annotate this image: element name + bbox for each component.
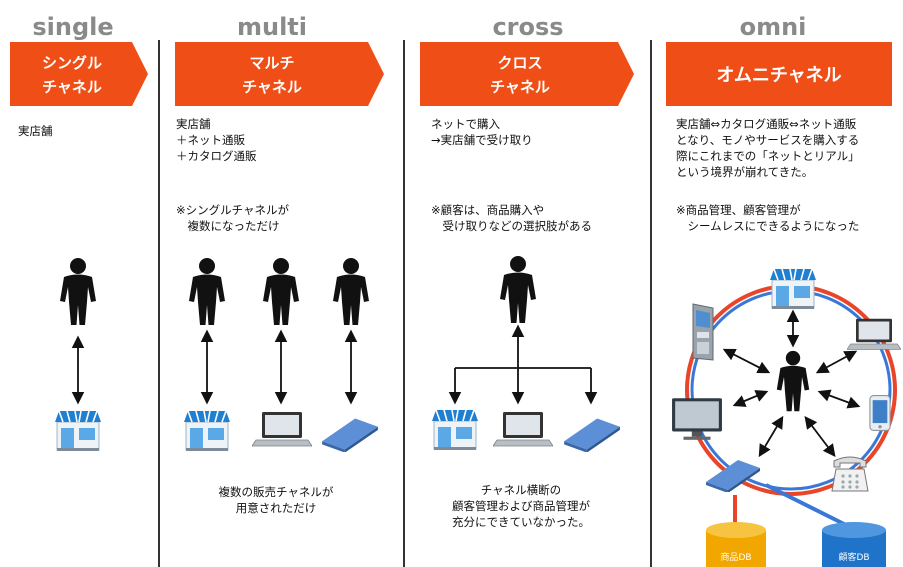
banner-cross: クロス チャネル xyxy=(420,42,634,106)
omni-line-2: となり、モノやサービスを購入する xyxy=(676,133,859,147)
multi-note-1: ※シングルチャネルが xyxy=(176,203,290,217)
cross-note-2: 受け取りなどの選択肢がある xyxy=(431,219,592,233)
column-title-cross: cross xyxy=(492,13,563,41)
person-icon xyxy=(189,258,225,325)
cross-caption-3: 充分にできていなかった。 xyxy=(452,515,590,529)
omni-line-1: 実店舗⇔カタログ通販⇔ネット通販 xyxy=(676,117,857,131)
multi-note-2: 複数になっただけ xyxy=(176,219,280,233)
arrow xyxy=(722,348,771,374)
laptop-icon xyxy=(252,411,312,447)
product-db-label: 商品DB xyxy=(720,551,751,563)
store-icon xyxy=(769,268,817,310)
person-icon xyxy=(776,350,810,412)
column-title-single: single xyxy=(32,13,113,41)
banner-multi: マルチ チャネル xyxy=(175,42,384,106)
omni-note-2: シームレスにできるようになった xyxy=(676,219,859,233)
omni-line-4: という境界が崩れてきた。 xyxy=(676,165,813,179)
laptop-icon xyxy=(847,318,901,350)
person-icon xyxy=(500,256,536,323)
catalog-icon xyxy=(322,418,378,452)
column-title-multi: multi xyxy=(237,13,307,41)
banner-single: シングル チャネル xyxy=(10,42,148,106)
arrow xyxy=(732,390,769,407)
arrow xyxy=(815,350,858,374)
person-icon xyxy=(60,258,96,325)
omni-note-1: ※商品管理、顧客管理が xyxy=(676,203,801,217)
person-icon xyxy=(333,258,369,325)
arrow xyxy=(804,415,836,458)
laptop-icon xyxy=(493,411,553,447)
store-icon xyxy=(431,409,479,451)
single-line-1: 実店舗 xyxy=(18,124,53,138)
catalog-icon xyxy=(564,418,620,452)
tv-icon xyxy=(672,398,722,440)
arrow xyxy=(758,415,784,458)
cross-line-1: ネットで購入 xyxy=(431,117,500,131)
arrow xyxy=(817,389,861,409)
banner-single-line2: チャネル xyxy=(42,78,102,96)
banner-omni: オムニチャネル xyxy=(666,42,892,106)
multi-line-1: 実店舗 xyxy=(176,117,211,131)
column-title-omni: omni xyxy=(740,13,807,41)
multi-line-3: ＋カタログ通販 xyxy=(176,149,257,163)
banner-cross-line1: クロス xyxy=(497,54,542,72)
banner-multi-line2: チャネル xyxy=(242,78,302,96)
omni-line-3: 際にこれまでの「ネットとリアル」 xyxy=(676,149,860,163)
multi-caption-2: 用意されただけ xyxy=(236,501,317,515)
database-icon: 商品DB xyxy=(706,522,766,567)
banner-single-line1: シングル xyxy=(42,54,102,72)
customer-db-label: 顧客DB xyxy=(838,551,869,563)
smartphone-icon xyxy=(869,395,891,431)
cross-note-1: ※顧客は、商品購入や xyxy=(431,203,544,217)
cross-caption-2: 顧客管理および商品管理が xyxy=(452,499,590,513)
store-icon xyxy=(54,410,102,452)
store-icon xyxy=(183,410,231,452)
kiosk-icon xyxy=(692,303,714,361)
person-icon xyxy=(263,258,299,325)
cross-caption-1: チャネル横断の xyxy=(481,483,561,497)
cross-line-2: →実店舗で受け取り xyxy=(431,133,533,147)
database-icon: 顧客DB xyxy=(822,522,886,567)
banner-cross-line2: チャネル xyxy=(490,78,550,96)
db-link-blue xyxy=(765,483,847,527)
banner-omni-label: オムニチャネル xyxy=(716,65,841,86)
multi-caption-1: 複数の販売チャネルが xyxy=(219,485,334,499)
telephone-icon xyxy=(831,456,869,492)
multi-line-2: ＋ネット通販 xyxy=(176,133,245,147)
banner-multi-line1: マルチ xyxy=(249,54,294,72)
